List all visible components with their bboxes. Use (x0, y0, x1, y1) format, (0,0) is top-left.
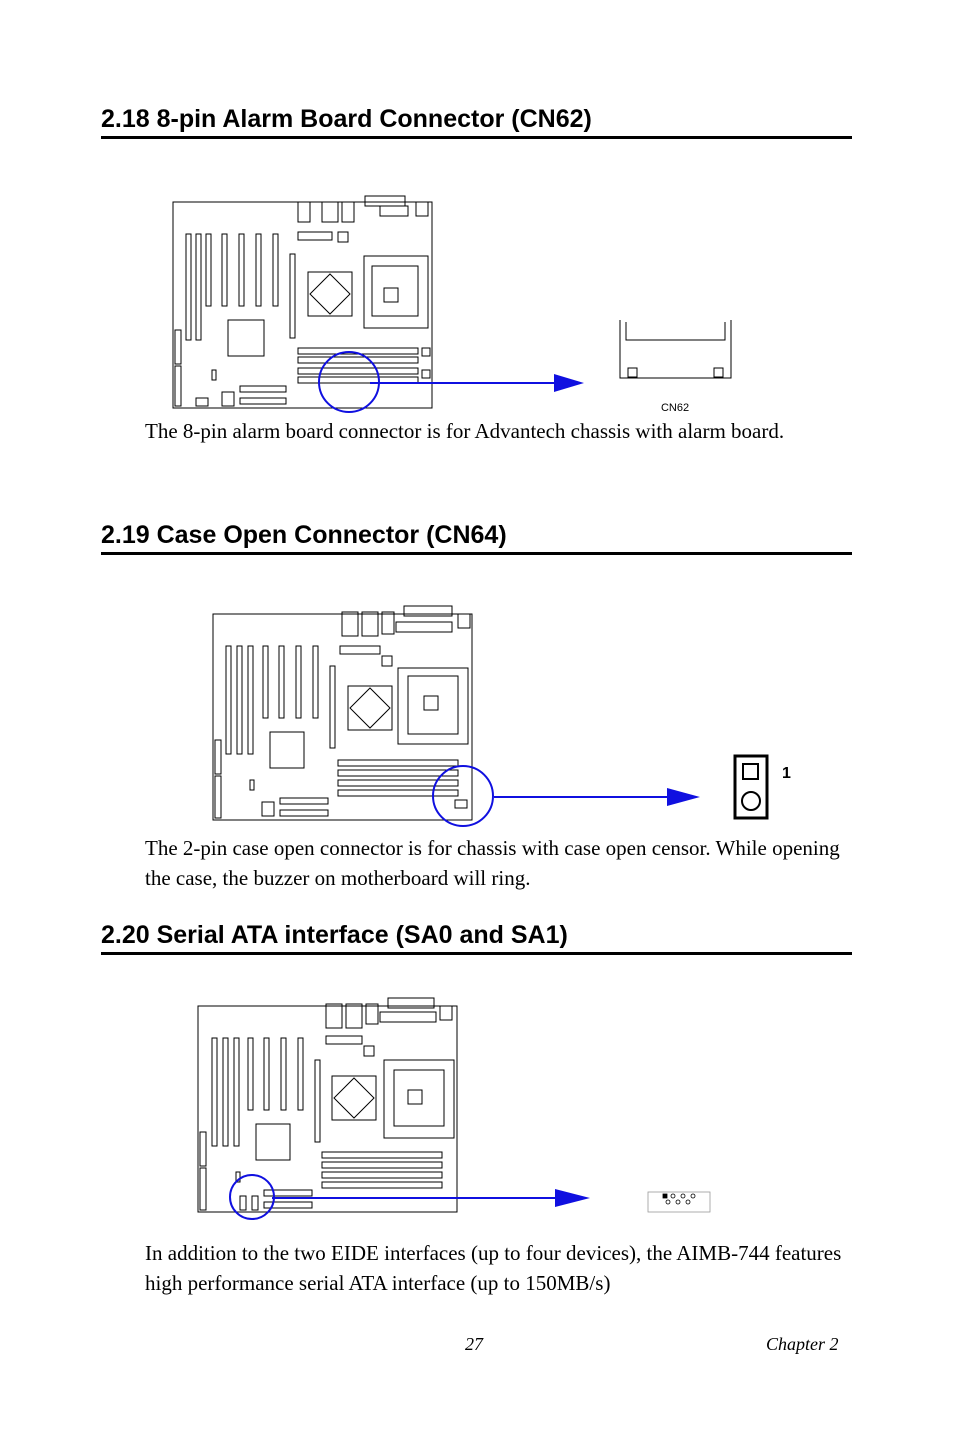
section-body-sata: In addition to the two EIDE interfaces (… (145, 1241, 842, 1295)
figure-sata (197, 997, 711, 1220)
highlight-circle (432, 765, 494, 827)
figure-cn62: CN62 (172, 195, 732, 414)
sata-connector-diagram (647, 1191, 711, 1213)
chapter-label: Chapter 2 (766, 1334, 839, 1354)
cn64-connector-diagram (733, 754, 769, 820)
motherboard-diagram (197, 997, 458, 1213)
cn62-connector-diagram (619, 320, 732, 379)
pointer-arrowhead (667, 788, 700, 806)
cn62-label: CN62 (661, 402, 689, 414)
section-heading-cn62: 2.18 8-pin Alarm Board Connector (CN62) (101, 104, 852, 139)
figure-cn64: 1 (212, 605, 791, 827)
pointer-arrowhead (555, 1189, 590, 1207)
section-body-cn64: The 2-pin case open connector is for cha… (145, 836, 840, 890)
page-number: 27 (465, 1334, 483, 1354)
motherboard-diagram (212, 605, 473, 821)
motherboard-diagram (172, 195, 433, 409)
pin-one-label: 1 (782, 765, 791, 782)
section-heading-sata: 2.20 Serial ATA interface (SA0 and SA1) (101, 920, 852, 955)
section-heading-cn64: 2.19 Case Open Connector (CN64) (101, 520, 852, 555)
section-body-cn62: The 8-pin alarm board connector is for A… (145, 419, 785, 443)
pointer-arrowhead (554, 374, 584, 392)
